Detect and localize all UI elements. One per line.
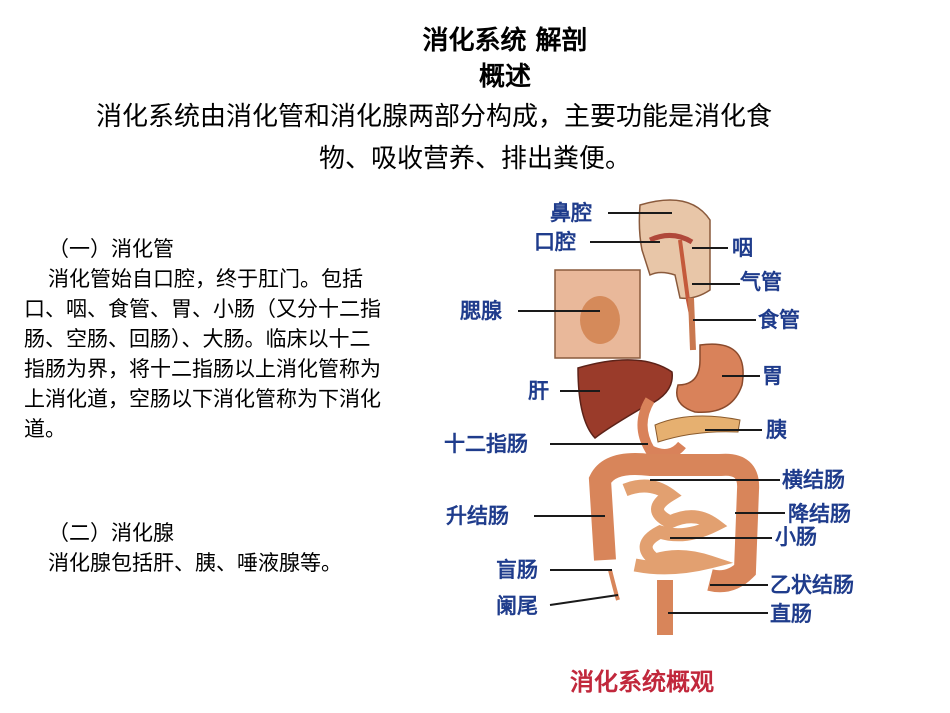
intro-line-1: 消化系统由消化管和消化腺两部分构成，主要功能是消化食 — [96, 96, 936, 138]
label-liver: 肝 — [528, 378, 549, 403]
section-heading: （一）消化管 — [24, 234, 384, 264]
small-intestine-illustration — [625, 486, 715, 568]
label-appendix: 阑尾 — [496, 593, 538, 618]
label-esophagus: 食管 — [758, 307, 800, 332]
label-rectum: 直肠 — [770, 601, 812, 626]
label-oral-cavity: 口腔 — [534, 229, 576, 254]
label-sigmoid-colon: 乙状结肠 — [770, 572, 854, 597]
page-title: 消化系统 解剖 — [0, 24, 950, 58]
section-digestive-tract: （一）消化管 消化管始自口腔，终于肛门。包括口、咽、食管、胃、小肠（又分十二指肠… — [24, 234, 384, 444]
label-stomach: 胃 — [762, 363, 783, 388]
diagram-caption: 消化系统概观 — [570, 667, 714, 696]
label-nasal-cavity: 鼻腔 — [550, 200, 592, 225]
label-small-intestine: 小肠 — [775, 524, 817, 549]
intro-line-2: 物、吸收营养、排出粪便。 — [0, 138, 950, 180]
section-digestive-glands: （二）消化腺 消化腺包括肝、胰、唾液腺等。 — [24, 518, 384, 578]
page-subtitle: 概述 — [0, 60, 950, 94]
section-body: 消化管始自口腔，终于肛门。包括口、咽、食管、胃、小肠（又分十二指肠、空肠、回肠）… — [24, 264, 384, 444]
esophagus-illustration — [691, 298, 693, 350]
label-descending-colon: 降结肠 — [788, 501, 851, 526]
label-duodenum: 十二指肠 — [444, 431, 528, 456]
label-transverse-colon: 横结肠 — [782, 467, 845, 492]
section-body: 消化腺包括肝、胰、唾液腺等。 — [24, 548, 384, 578]
label-trachea: 气管 — [739, 269, 782, 294]
label-parotid: 腮腺 — [460, 298, 503, 323]
label-ascending-colon: 升结肠 — [446, 503, 509, 528]
label-pharynx: 咽 — [732, 235, 753, 260]
stomach-illustration — [677, 344, 743, 412]
label-pancreas: 胰 — [766, 417, 787, 442]
section-heading: （二）消化腺 — [24, 518, 384, 548]
label-cecum: 盲肠 — [496, 557, 538, 582]
digestive-system-diagram: 鼻腔 口腔 咽 气管 腮腺 食管 胃 肝 胰 十二指肠 横结肠 升结肠 降结肠 … — [410, 180, 930, 705]
